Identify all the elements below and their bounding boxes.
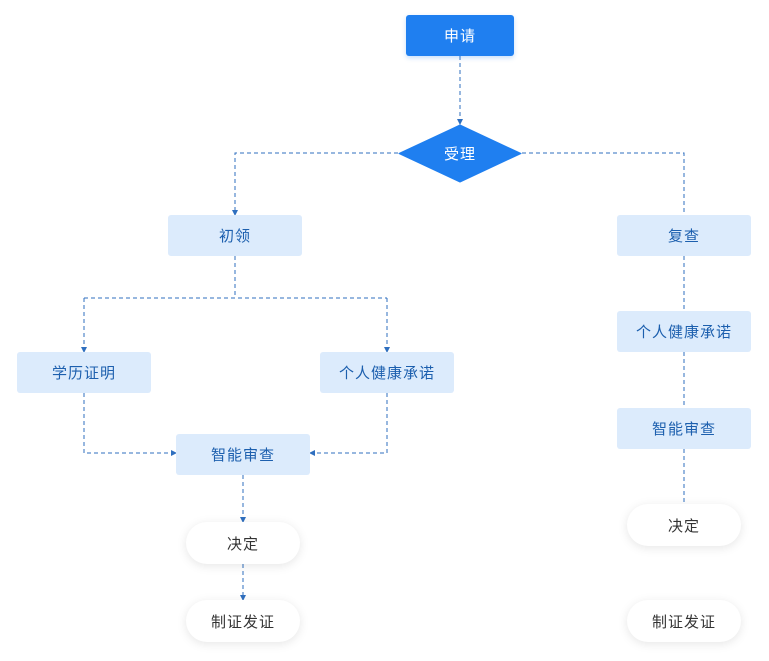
issue-right-label: 制证发证	[651, 612, 716, 631]
apply-node: 申请	[406, 15, 514, 56]
smart-review-right-label: 智能审查	[651, 420, 716, 438]
decision-right-label: 决定	[667, 516, 700, 535]
renewal-review-node: 复查	[617, 215, 751, 256]
health-pledge-left-label: 个人健康承诺	[338, 364, 435, 382]
issue-certificate-node-right: 制证发证	[627, 600, 741, 642]
apply-label: 申请	[443, 27, 476, 45]
education-proof-node: 学历证明	[17, 352, 151, 393]
health-pledge-node-left: 个人健康承诺	[320, 352, 454, 393]
decision-node-left: 决定	[186, 522, 300, 564]
accept-label: 受理	[443, 145, 476, 163]
issue-left-label: 制证发证	[210, 612, 275, 631]
renewal-label: 复查	[667, 227, 700, 245]
accept-decision-node: 受理	[398, 124, 522, 183]
initial-application-node: 初领	[168, 215, 302, 256]
health-pledge-right-label: 个人健康承诺	[635, 323, 732, 341]
edge-accept-to-renewal	[522, 152, 685, 215]
education-proof-label: 学历证明	[51, 364, 116, 382]
smart-review-node-right: 智能审查	[617, 408, 751, 449]
edge-pledge-to-review	[309, 393, 388, 456]
decision-diamond-shape	[398, 124, 522, 183]
health-pledge-node-right: 个人健康承诺	[617, 311, 751, 352]
edge-education-to-review	[83, 393, 177, 456]
smart-review-node-left: 智能审查	[176, 434, 310, 475]
decision-left-label: 决定	[226, 534, 259, 553]
smart-review-left-label: 智能审查	[210, 446, 275, 464]
edge-accept-to-initial	[232, 152, 398, 216]
initial-label: 初领	[218, 227, 251, 245]
decision-node-right: 决定	[627, 504, 741, 546]
issue-certificate-node-left: 制证发证	[186, 600, 300, 642]
